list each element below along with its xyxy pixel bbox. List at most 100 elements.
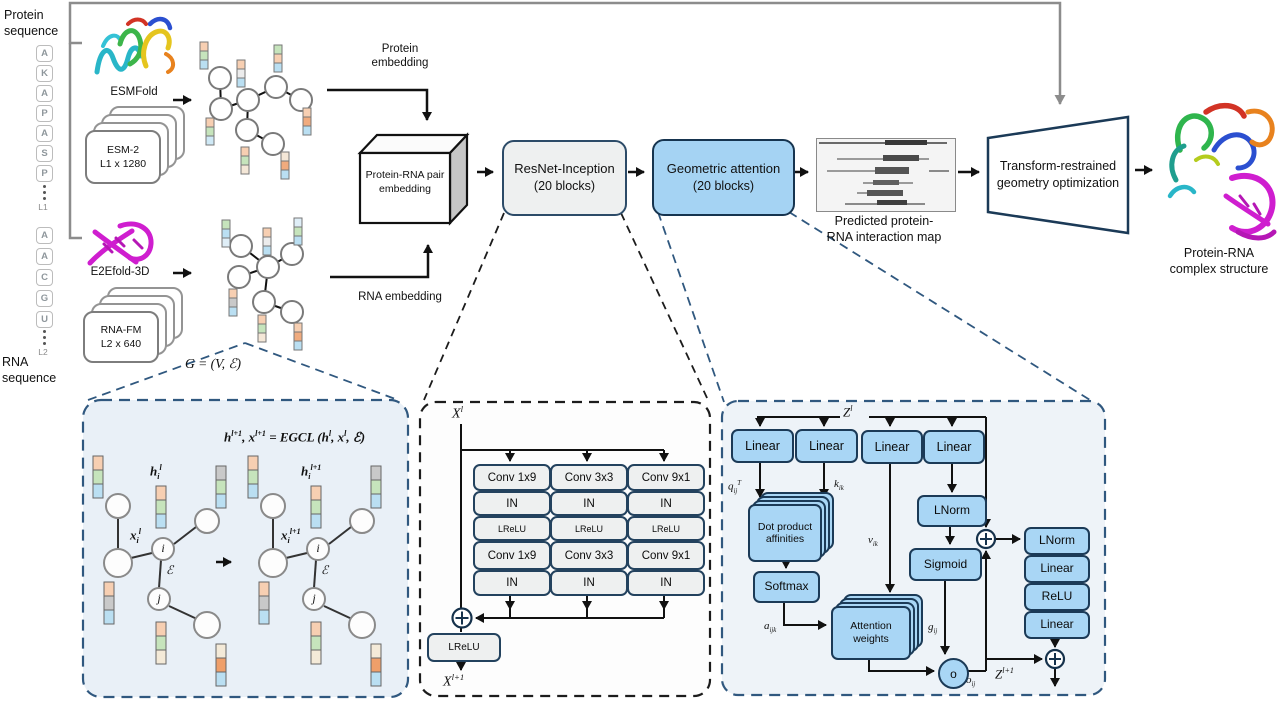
egcl-equation: hl+1, xl+1 = EGCL (hl, xl, ℰ) xyxy=(224,429,366,445)
rna-letter: A xyxy=(36,227,53,244)
egcl-funnel-lines xyxy=(87,342,399,401)
esm2-dim: L1 x 1280 xyxy=(99,158,147,170)
geo-title: Geometric attention xyxy=(666,160,781,176)
rnafm-model-box: RNA-FM L2 x 640 xyxy=(83,311,159,363)
conv-box: Conv 9x1 xyxy=(627,464,705,491)
ellipsis-dot xyxy=(43,336,46,339)
geo-funnel-lines xyxy=(657,211,1091,403)
lrelu-box: LReLU xyxy=(473,516,551,541)
node-i-label: i xyxy=(161,541,165,555)
geo-sum-node-1 xyxy=(975,528,997,550)
rna-embedding-label: RNA embedding xyxy=(358,291,442,303)
geo-panel-border xyxy=(720,399,1107,697)
rna-structure-image xyxy=(87,221,154,266)
map-caption: Predicted protein- RNA interaction map xyxy=(806,214,962,245)
resnet-sum-node xyxy=(451,607,473,629)
out-linear-box: Linear xyxy=(1024,555,1090,583)
interaction-map-streaks xyxy=(819,140,949,205)
rna-letter: G xyxy=(36,290,53,307)
geo-sum-node-2 xyxy=(1044,648,1066,670)
conv-box: Conv 1x9 xyxy=(473,464,551,491)
protein-letter: P xyxy=(36,165,53,182)
protein-embedding-label: Protein embedding xyxy=(371,43,429,70)
complex-caption-line2: complex structure xyxy=(1169,261,1269,276)
geo-sub: (20 blocks) xyxy=(692,178,755,193)
dot-product-box: Dot product affinities xyxy=(748,504,822,562)
in-box: IN xyxy=(473,570,551,596)
node-i-label: i xyxy=(316,541,320,555)
geo-output-label: Zl+1 xyxy=(995,666,1014,682)
rna-letter: C xyxy=(36,269,53,286)
protein-letter: K xyxy=(36,65,53,82)
pair-embedding-label: Protein-RNA pair embedding xyxy=(365,169,445,196)
esm2-model-box: ESM-2 L1 x 1280 xyxy=(85,130,161,184)
sigmoid-box: Sigmoid xyxy=(909,548,982,581)
map-caption-line2: RNA interaction map xyxy=(826,229,942,244)
rna-length-label: L2 xyxy=(38,347,48,357)
linear-box-g: Linear xyxy=(923,430,985,464)
transform-trapezoid xyxy=(986,115,1130,235)
resnet-input-label: Xl xyxy=(452,404,463,422)
protein-letter: S xyxy=(36,145,53,162)
node-j-label: j xyxy=(312,591,316,605)
protein-structure-image xyxy=(94,16,175,75)
lrelu-box: LReLU xyxy=(550,516,628,541)
interaction-map-image xyxy=(816,138,956,212)
softmax-box: Softmax xyxy=(753,571,820,603)
a-label: aijk xyxy=(764,620,777,635)
lnorm-box: LNorm xyxy=(917,495,987,527)
main-flow-arrows xyxy=(173,88,1153,279)
in-box: IN xyxy=(627,491,705,516)
edge-label: ℰ xyxy=(166,563,174,577)
pair-embedding-cube xyxy=(357,132,470,226)
geo-input-label: Zl xyxy=(843,404,853,420)
protein-letter: A xyxy=(36,125,53,142)
o-ij-label: oij xyxy=(966,674,976,689)
protein-letter: P xyxy=(36,105,53,122)
egcl-panel-border xyxy=(81,398,410,699)
attention-weights-box: Attention weights xyxy=(831,606,911,660)
resnet-panel-wiring xyxy=(456,424,669,671)
graph-definition-label: G = (V, ℰ) xyxy=(185,356,242,371)
out-relu-box: ReLU xyxy=(1024,583,1090,611)
ellipsis-dot xyxy=(43,342,46,345)
x-l-label: xil xyxy=(130,527,141,545)
resnet-sub: (20 blocks) xyxy=(533,179,596,194)
g-label: gij xyxy=(928,621,938,636)
rna-sequence-label: RNA sequence xyxy=(2,355,57,385)
protein-letter: A xyxy=(36,45,53,62)
lrelu-box: LReLU xyxy=(627,516,705,541)
k-label: kik xyxy=(834,478,844,493)
in-box: IN xyxy=(550,491,628,516)
out-linear2-box: Linear xyxy=(1024,611,1090,639)
conv-box: Conv 3x3 xyxy=(550,464,628,491)
complex-structure-image xyxy=(1167,102,1277,241)
protein-sequence-label: Protein sequence xyxy=(4,8,59,38)
rna-letter: A xyxy=(36,248,53,265)
e2efold-label: E2Efold-3D xyxy=(90,266,150,278)
final-lrelu-box: LReLU xyxy=(427,633,501,662)
protein-graph xyxy=(199,41,313,180)
egcl-panel-bg xyxy=(83,400,408,697)
complex-caption-line1: Protein-RNA xyxy=(1183,246,1255,260)
resnet-panel-border xyxy=(418,400,712,698)
ellipsis-dot xyxy=(43,191,46,194)
h-l-label: hil xyxy=(150,463,162,481)
protein-letter: A xyxy=(36,85,53,102)
map-caption-line1: Predicted protein- xyxy=(834,214,934,228)
rna-graph xyxy=(221,217,304,351)
rnafm-dim: L2 x 640 xyxy=(100,338,142,350)
in-box: IN xyxy=(627,570,705,596)
geometric-attention-box: Geometric attention (20 blocks) xyxy=(652,139,795,216)
edge-label: ℰ xyxy=(321,563,329,577)
resnet-funnel-lines xyxy=(423,212,709,401)
rnafm-name: RNA-FM xyxy=(100,323,142,336)
esmfold-label: ESMFold xyxy=(110,86,158,98)
resnet-title: ResNet-Inception xyxy=(514,161,615,177)
linear-box-v: Linear xyxy=(861,430,923,464)
in-box: IN xyxy=(550,570,628,596)
ellipsis-dot xyxy=(43,197,46,200)
node-j-label: j xyxy=(157,591,161,605)
egcl-right-graph xyxy=(247,455,382,687)
